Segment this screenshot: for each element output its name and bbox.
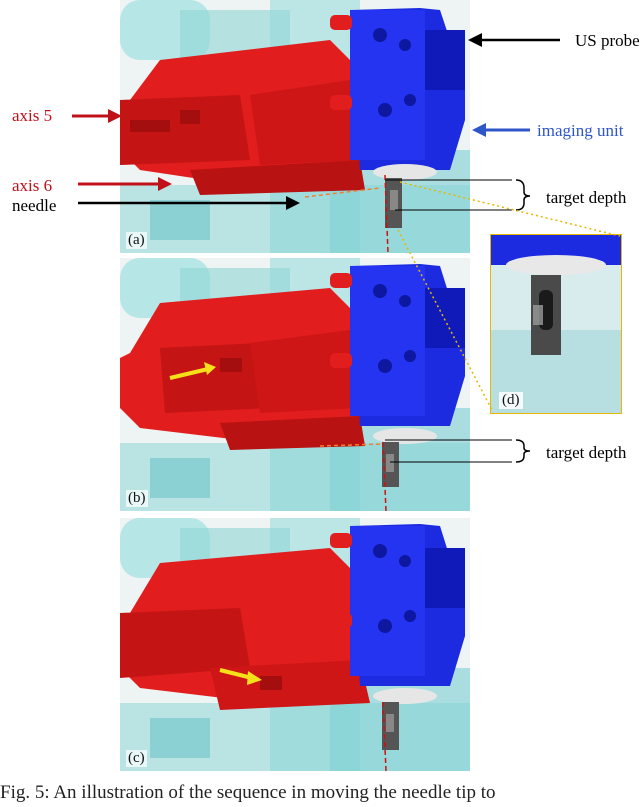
render-a — [120, 0, 470, 253]
brace-icon — [515, 439, 531, 463]
render-b — [120, 258, 470, 511]
axis-5-label: axis 5 — [12, 106, 53, 125]
panel-label-d: (d) — [499, 392, 523, 409]
us-probe-label: US probe — [575, 31, 640, 50]
panel-label-c: (c) — [126, 750, 147, 767]
target-depth-label-b: target depth — [546, 443, 627, 462]
panel-label-a: (a) — [126, 232, 147, 249]
render-c — [120, 518, 470, 771]
target-depth-label-a: target depth — [546, 188, 627, 207]
figure-caption: Fig. 5: An illustration of the sequence … — [0, 782, 496, 803]
figure-panel-b: (b) — [120, 258, 470, 511]
figure-panel-a: (a) — [120, 0, 470, 253]
needle-label: needle — [12, 196, 57, 215]
left-arrow-icon — [468, 33, 560, 47]
right-arrow-icon — [72, 109, 122, 123]
imaging-unit-label: imaging unit — [537, 121, 624, 140]
brace-icon — [515, 179, 531, 211]
figure-panel-c: (c) — [120, 518, 470, 771]
right-arrow-icon — [204, 362, 216, 375]
panel-label-b: (b) — [126, 490, 148, 507]
render-d — [491, 235, 621, 413]
right-arrow-icon — [247, 671, 262, 685]
axis-6-label: axis 6 — [12, 176, 53, 195]
figure-inset-d: (d) — [490, 234, 622, 414]
left-arrow-icon — [472, 123, 530, 137]
